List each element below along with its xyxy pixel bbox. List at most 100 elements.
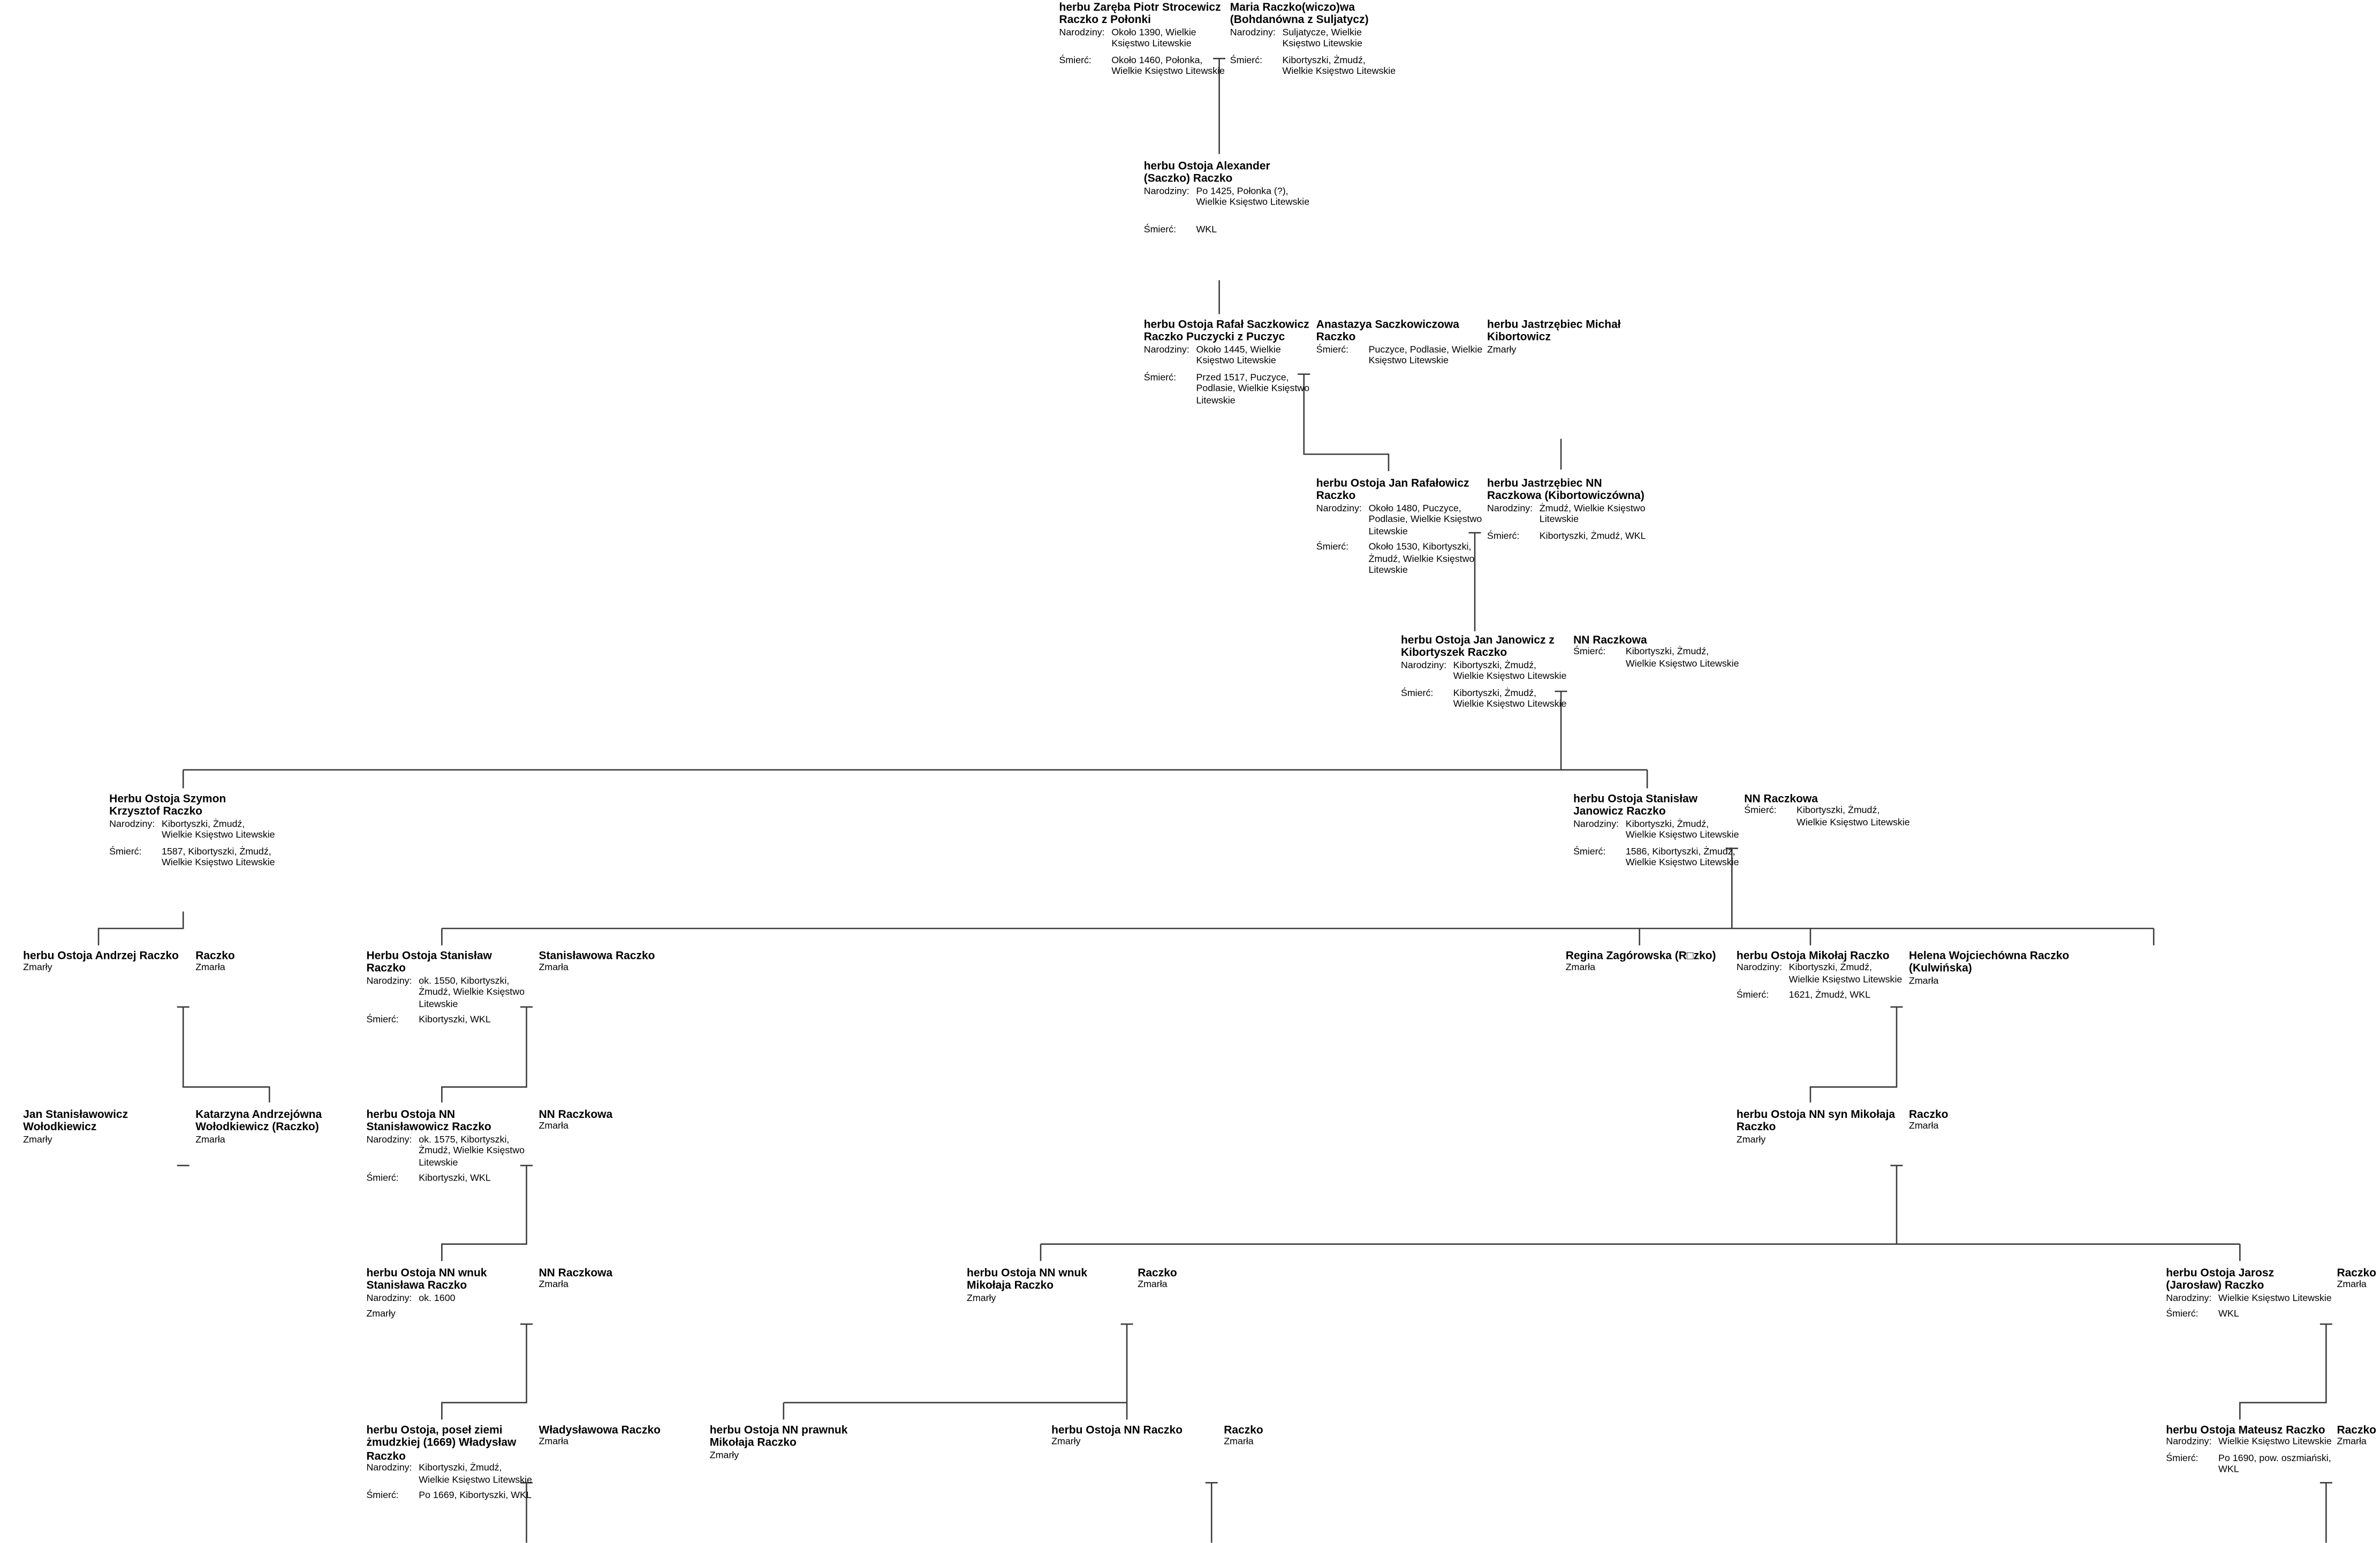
person-card-mateusz-raczko[interactable]: herbu Ostoja Mateusz Raczko Narodziny:Wi…	[2166, 1423, 2332, 1480]
death-label: Śmierć:	[1744, 806, 1777, 817]
person-name: herbu Ostoja NN Stanisławowicz Raczko	[366, 1107, 491, 1134]
person-card-helena-kulwinska[interactable]: Helena Wojciechówna Raczko (Kulwińska) Z…	[1909, 949, 2075, 987]
person-card-raczko-4[interactable]: Raczko Zmarła	[2337, 1267, 2380, 1292]
person-status: Zmarła	[1565, 963, 1596, 974]
person-card-stanislaw-janowicz[interactable]: herbu Ostoja Stanisław Janowicz Raczko N…	[1573, 791, 1740, 873]
person-card-jan-rafalowicz[interactable]: herbu Ostoja Jan Rafałowicz Raczko Narod…	[1316, 475, 1483, 581]
person-card-jan-janowicz[interactable]: herbu Ostoja Jan Janowicz z Kibortyszek …	[1400, 633, 1567, 715]
person-card-stanislaw-raczko[interactable]: Herbu Ostoja Stanisław Raczko Narodziny:…	[366, 949, 533, 1030]
person-card-andrzej-raczko[interactable]: herbu Ostoja Andrzej Raczko Zmarły	[23, 948, 190, 974]
person-card-wladyslawowa-raczko[interactable]: Władysławowa Raczko Zmarła	[539, 1423, 706, 1449]
person-card-nn-raczkowa-2[interactable]: NN Raczkowa Śmierć:Kibortyszki, Żmudź, W…	[1744, 791, 1911, 833]
person-card-raczko-6[interactable]: Raczko Zmarła	[2337, 1424, 2380, 1449]
person-name: herbu Ostoja NN wnuk Mikołaja Raczko	[967, 1265, 1088, 1292]
birth-label: Narodziny:	[1487, 503, 1533, 514]
person-card-raczko-5[interactable]: Raczko Zmarła	[1224, 1423, 1390, 1449]
person-status: Zmarła	[195, 1134, 225, 1146]
person-card-rafal-raczko[interactable]: herbu Ostoja Rafał Saczkowicz Raczko Puc…	[1143, 317, 1310, 411]
death-label: Śmierć:	[1230, 55, 1263, 66]
birth-row: Narodziny:Żmudź, Wielkie Księstwo Litews…	[1487, 503, 1654, 527]
birth-label: Narodziny:	[1143, 186, 1189, 197]
birth-row: Narodziny:Około 1390, Wielkie Księstwo L…	[1059, 27, 1226, 51]
death-label: Śmierć:	[109, 846, 142, 857]
death-value: WKL	[1196, 224, 1217, 236]
death-row: Śmierć: 1621, Żmudź, WKL	[1737, 990, 1903, 1002]
person-card-alexander-raczko[interactable]: herbu Ostoja Alexander (Saczko) Raczko N…	[1143, 159, 1310, 240]
person-name: Raczko	[1908, 1107, 1949, 1121]
person-card-nn-raczkowa-4[interactable]: NN Raczkowa Zmarła	[539, 1266, 706, 1292]
birth-value: Suljatycze, Wielkie Księstwo Litewskie	[1282, 27, 1362, 50]
person-card-szymon-krzysztof[interactable]: Herbu Ostoja Szymon Krzysztof Raczko Nar…	[109, 792, 276, 873]
death-row: Śmierć:WKL	[2166, 1308, 2332, 1320]
person-status: Zmarła	[195, 963, 225, 974]
death-value: Po 1690, pow. oszmiański, WKL	[2218, 1453, 2331, 1476]
birth-label: Narodziny:	[1230, 27, 1276, 39]
death-value: Kibortyszki, WKL	[419, 1015, 491, 1026]
person-name: herbu Ostoja NN wnuk Stanisława Raczko	[366, 1265, 487, 1292]
person-card-regina-zagorowska[interactable]: Regina Zagórowska (R□zko) Zmarła	[1565, 949, 1732, 974]
death-row: Śmierć: Kibortyszki, WKL	[366, 1015, 533, 1026]
person-status: Zmarły	[1487, 344, 1517, 356]
death-label: Śmierć:	[1400, 687, 1434, 699]
birth-row: Narodziny:Około 1480, Puczyce, Podlasie,…	[1316, 503, 1483, 539]
death-row: Śmierć:Około 1530, Kibortyszki, Żmudź, W…	[1316, 542, 1483, 578]
person-card-stanislawowa-raczko[interactable]: Stanisławowa Raczko Zmarła	[539, 949, 706, 974]
person-card-nn-stanislawowicz[interactable]: herbu Ostoja NN Stanisławowicz Raczko Na…	[366, 1107, 533, 1189]
birth-value: Kibortyszki, Żmudź, Wielkie Księstwo Lit…	[1453, 660, 1567, 683]
death-value: 1587, Kibortyszki, Żmudź, Wielkie Księst…	[161, 846, 275, 869]
death-label: Śmierć:	[366, 1015, 399, 1026]
birth-value: Po 1425, Połonka (?), Wielkie Księstwo L…	[1196, 186, 1310, 209]
person-name: Maria Raczko(wiczo)wa (Bohdanówna z Sulj…	[1230, 0, 1369, 27]
birth-row: Narodziny:ok. 1600	[366, 1293, 533, 1305]
person-card-nn-raczkowa-1[interactable]: NN Raczkowa Śmierć:Kibortyszki, Żmudź, W…	[1573, 633, 1740, 675]
death-value: Przed 1517, Puczyce, Podlasie, Wielkie K…	[1196, 372, 1310, 406]
birth-label: Narodziny:	[1573, 819, 1619, 830]
death-label: Śmierć:	[1736, 990, 1769, 1001]
person-card-raczko-3[interactable]: Raczko Zmarła	[1138, 1265, 1304, 1292]
person-card-nn-wnuk-mikolaja[interactable]: herbu Ostoja NN wnuk Mikołaja Raczko Zma…	[967, 1265, 1133, 1305]
person-card-anastazya-raczko[interactable]: Anastazya Saczkowiczowa Raczko Śmierć:Pu…	[1316, 317, 1483, 372]
death-row: Śmierć:Kibortyszki, Żmudź, Wielkie Księs…	[1744, 806, 1911, 829]
person-card-mikolaj-raczko[interactable]: herbu Ostoja Mikołaj Raczko Narodziny:Ki…	[1737, 949, 1903, 1005]
person-name: herbu Ostoja Jan Rafałowicz Raczko	[1316, 475, 1469, 503]
person-status: Zmarły	[366, 1308, 396, 1320]
person-card-michal-kibortowicz[interactable]: herbu Jastrzębiec Michał Kibortowicz Zma…	[1487, 317, 1654, 356]
death-value: Około 1460, Połonka, Wielkie Księstwo Li…	[1111, 55, 1225, 78]
birth-label: Narodziny:	[1143, 344, 1189, 356]
birth-row: Narodziny:Wielkie Księstwo Litewskie	[2166, 1293, 2332, 1305]
death-row: Śmierć:Po 1669, Kibortyszki, WKL	[366, 1491, 533, 1502]
person-card-maria-raczkowa[interactable]: Maria Raczko(wiczo)wa (Bohdanówna z Sulj…	[1230, 0, 1397, 82]
person-card-nn-raczkowa-3[interactable]: NN Raczkowa Zmarła	[539, 1107, 706, 1133]
person-name: Raczko	[2337, 1267, 2376, 1280]
person-card-raczko-1[interactable]: Raczko Zmarła	[195, 948, 362, 974]
person-name: herbu Ostoja Stanisław Janowicz Raczko	[1573, 791, 1698, 819]
person-card-raczko-2[interactable]: Raczko Zmarła	[1908, 1107, 2075, 1133]
person-name: Raczko	[195, 948, 235, 963]
death-value: 1621, Żmudź, WKL	[1788, 990, 1871, 1001]
person-status: Zmarła	[539, 1280, 569, 1291]
person-name: Raczko	[1138, 1265, 1177, 1280]
person-card-jan-wolodkiewicz[interactable]: Jan Stanisławowicz Wołodkiewicz Zmarły	[23, 1108, 190, 1146]
person-card-jarosz-raczko[interactable]: herbu Ostoja Jarosz (Jarosław) Raczko Na…	[2166, 1265, 2332, 1324]
death-row: Śmierć:Po 1690, pow. oszmiański, WKL	[2166, 1453, 2332, 1476]
death-value: WKL	[2218, 1308, 2239, 1320]
birth-label: Narodziny:	[366, 1293, 412, 1304]
person-card-nn-syn-mikolaja[interactable]: herbu Ostoja NN syn Mikołaja Raczko Zmar…	[1737, 1108, 1903, 1146]
person-status: Zmarła	[2337, 1437, 2367, 1448]
birth-row: Narodziny:ok. 1575, Kibortyszki, Żmudź, …	[366, 1134, 533, 1170]
person-card-nn-raczko[interactable]: herbu Ostoja NN Raczko Zmarły	[1051, 1423, 1218, 1449]
person-name: herbu Ostoja Jarosz (Jarosław) Raczko	[2166, 1265, 2275, 1292]
birth-label: Narodziny:	[366, 1134, 412, 1146]
person-card-nn-kibortowiczowna[interactable]: herbu Jastrzębiec NN Raczkowa (Kibortowi…	[1487, 476, 1654, 546]
person-card-wladyslaw-raczko[interactable]: herbu Ostoja, poseł ziemi żmudzkiej (166…	[366, 1423, 533, 1506]
death-label: Śmierć:	[1143, 372, 1177, 383]
death-label: Śmierć:	[1143, 224, 1177, 236]
person-name: Anastazya Saczkowiczowa Raczko	[1316, 317, 1459, 344]
person-card-katarzyna-wolodkiewicz[interactable]: Katarzyna Andrzejówna Wołodkiewicz (Racz…	[195, 1108, 362, 1146]
person-card-nn-prawnuk-mikolaja[interactable]: herbu Ostoja NN prawnuk Mikołaja Raczko …	[710, 1423, 876, 1462]
person-name: herbu Ostoja Andrzej Raczko	[23, 948, 179, 963]
person-card-nn-wnuk-stanislawa[interactable]: herbu Ostoja NN wnuk Stanisława Raczko N…	[366, 1265, 533, 1320]
person-name: NN Raczkowa	[539, 1107, 613, 1121]
person-card-piotr-strocewicz[interactable]: herbu Zaręba Piotr Strocewicz Raczko z P…	[1059, 1, 1226, 82]
